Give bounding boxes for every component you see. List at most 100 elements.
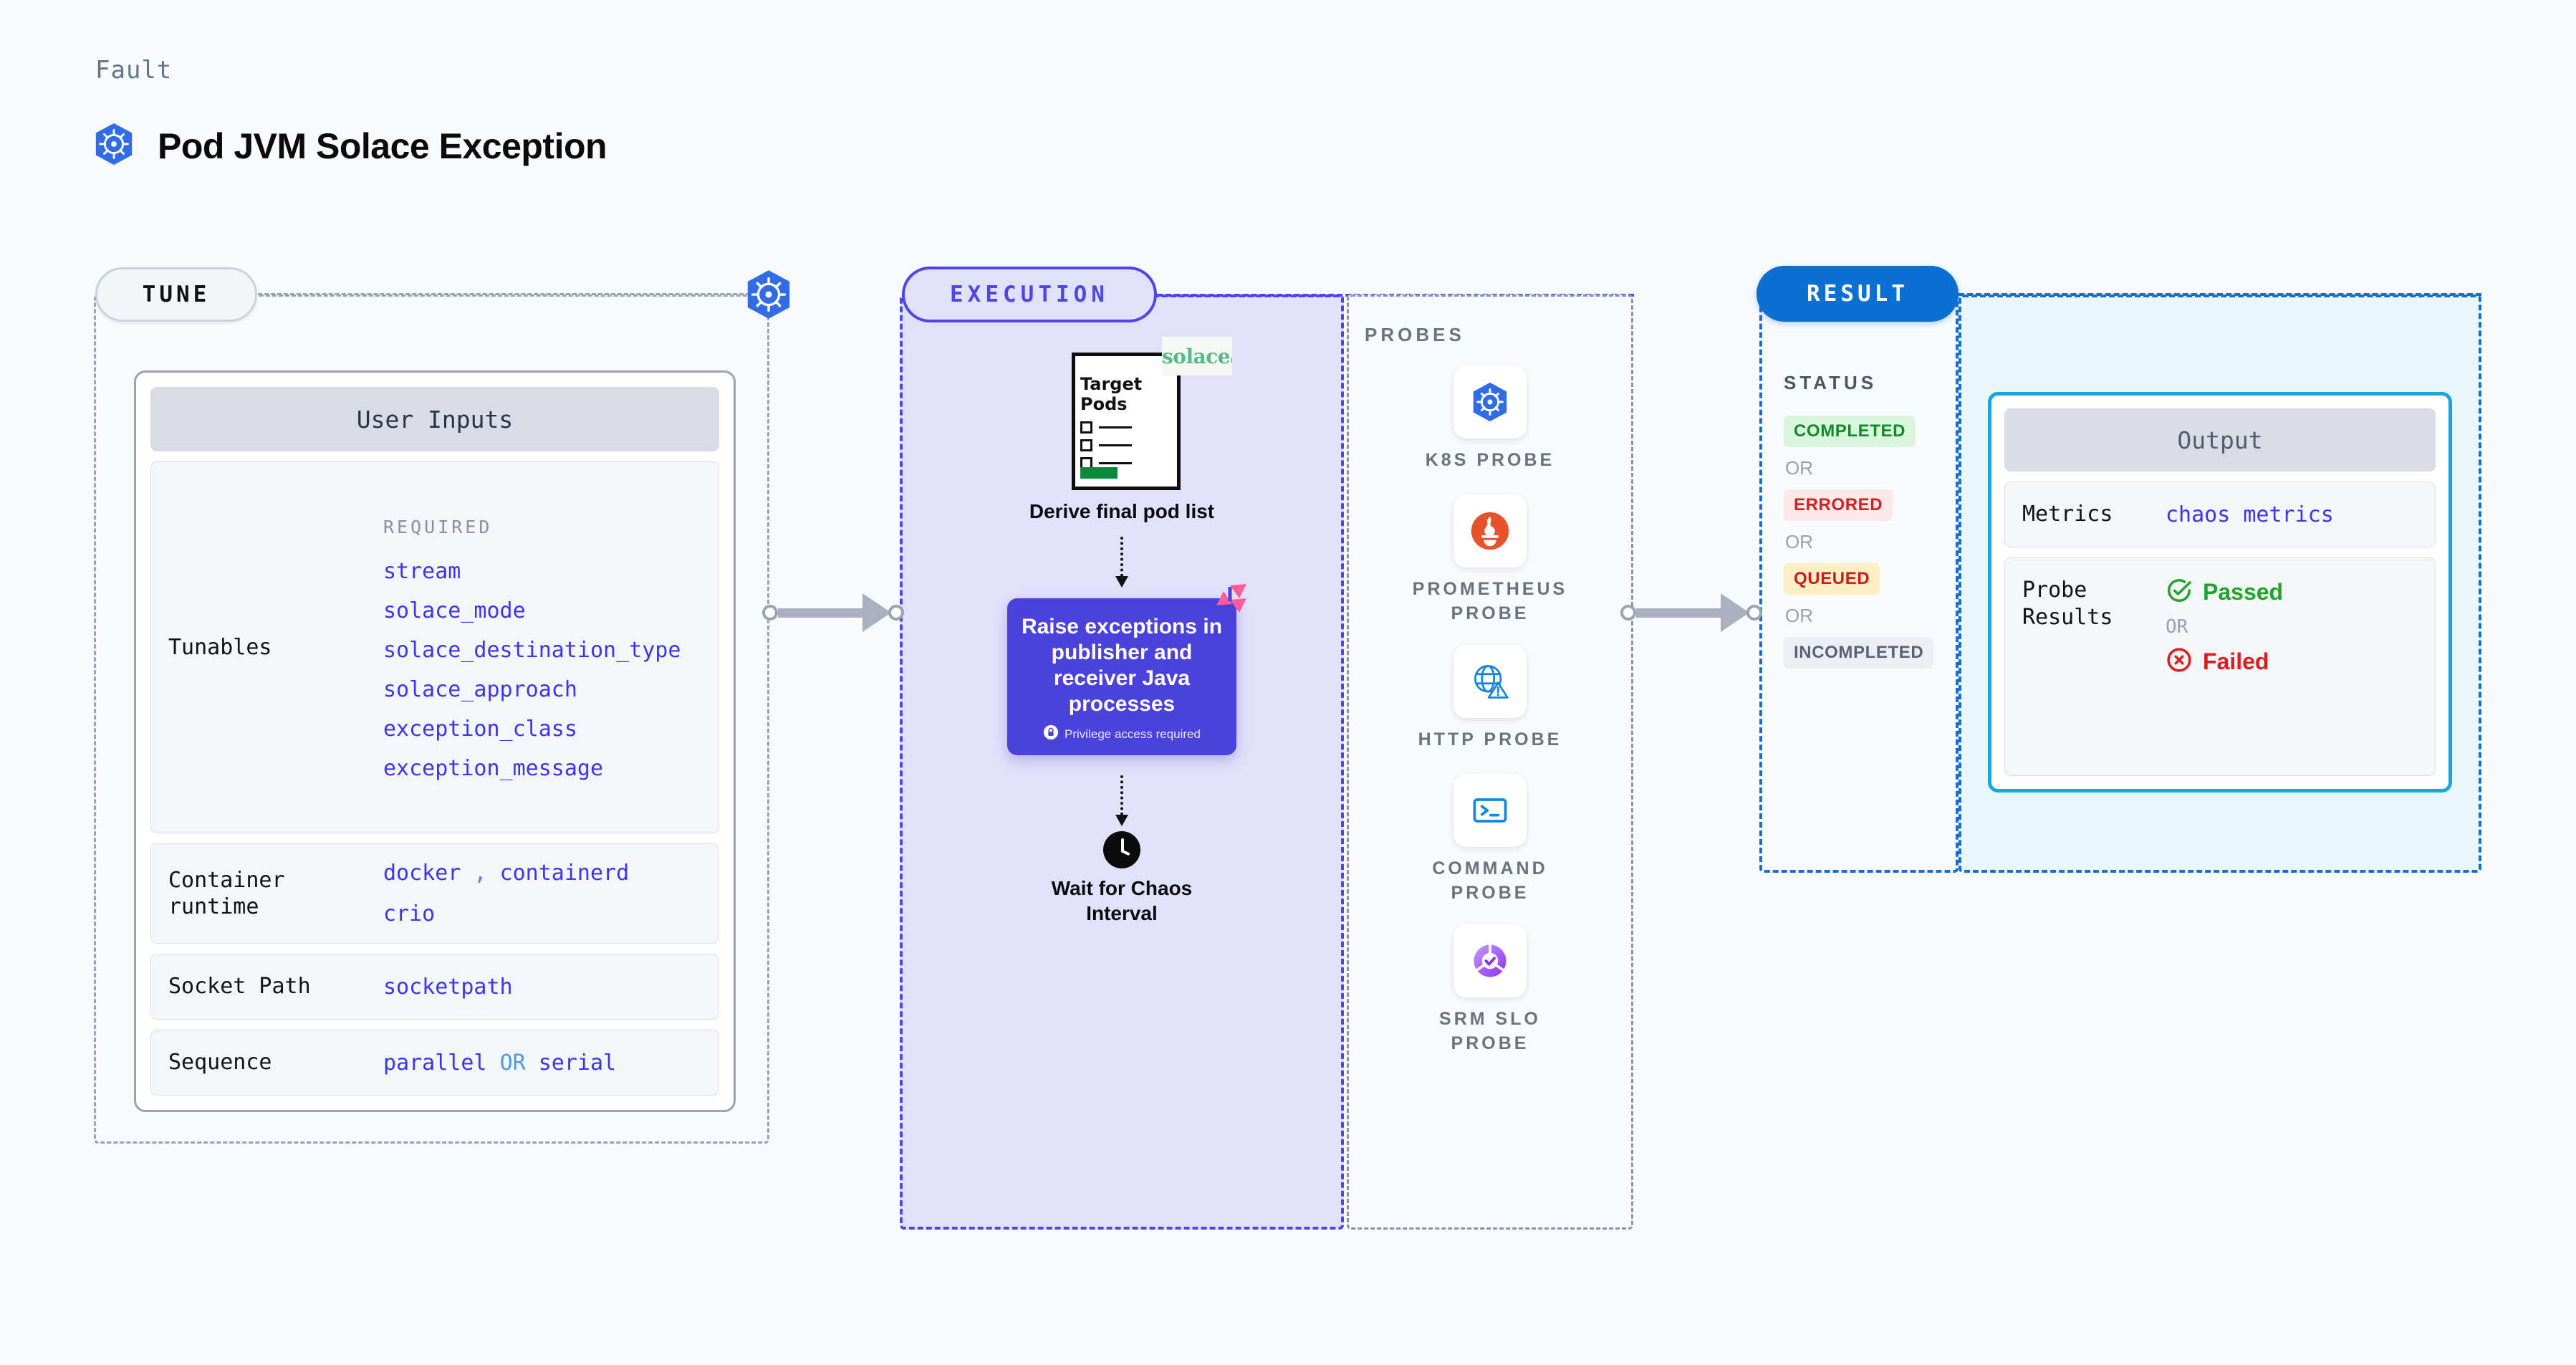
output-card: Output Metrics chaos metrics Probe Resul… [1988, 392, 2452, 792]
output-card-title: Output [2004, 408, 2436, 471]
result-badge[interactable]: RESULT [1756, 266, 1959, 322]
probe-k8s[interactable]: K8S PROBE [1347, 365, 1633, 473]
failed-label: Failed [2203, 648, 2269, 674]
sequence-value: parallel OR serial [383, 1043, 616, 1083]
probe-command[interactable]: COMMAND PROBE [1347, 774, 1633, 906]
solace-logo-dot [1231, 356, 1232, 363]
tunable-solace-approach[interactable]: solace_approach [383, 677, 577, 703]
user-inputs-card: User Inputs Tunables REQUIRED stream sol… [134, 370, 736, 1112]
user-inputs-title: User Inputs [150, 387, 719, 451]
doc-checkbox-row [1080, 421, 1132, 434]
prometheus-icon [1453, 494, 1527, 567]
passed-label: Passed [2203, 579, 2284, 605]
page-title: Pod JVM Solace Exception [92, 122, 607, 170]
probe-result-failed: Failed [2166, 646, 2283, 677]
probe-results-key: Probe Results [2022, 578, 2113, 630]
status-badge-queued: QUEUED [1784, 563, 1880, 595]
required-label: REQUIRED [383, 516, 493, 537]
tunable-exception-class[interactable]: exception_class [383, 717, 577, 742]
execution-flow: Target Pods solace Derive final pod list [900, 337, 1344, 926]
sequence-row: Sequence parallel OR serial [150, 1030, 719, 1096]
status-badge-completed: COMPLETED [1784, 416, 1916, 447]
tune-badge[interactable]: TUNE [95, 267, 257, 322]
step-wait-chaos-caption: Wait for Chaos Interval [1051, 877, 1193, 924]
doc-progress-bar [1080, 467, 1118, 479]
probe-results-values: Passed OR Failed [2166, 577, 2283, 677]
execution-badge[interactable]: EXECUTION [902, 267, 1157, 322]
sequence-serial[interactable]: serial [538, 1050, 617, 1076]
container-runtime-values: docker , containerd crio [383, 853, 629, 934]
action-card-title: Raise exceptions in publisher and receiv… [1021, 615, 1223, 716]
page-title-text: Pod JVM Solace Exception [158, 125, 607, 166]
metrics-key: Metrics [2022, 502, 2113, 527]
connector-arrowhead [862, 593, 891, 632]
metrics-value[interactable]: chaos metrics [2166, 502, 2334, 527]
status-list: COMPLETED OR ERRORED OR QUEUED OR INCOMP… [1784, 416, 1948, 669]
connector-dot-right [888, 605, 904, 621]
socket-path-value[interactable]: socketpath [383, 974, 513, 1000]
action-card[interactable]: Raise exceptions in publisher and receiv… [1007, 584, 1246, 755]
sequence-parallel[interactable]: parallel [383, 1050, 487, 1076]
connector-dot-right [1746, 605, 1762, 621]
doc-line [1099, 426, 1132, 428]
step-derive-pod-list-caption: Derive final pod list [1029, 500, 1215, 522]
terminal-icon [1453, 774, 1527, 847]
checkbox-icon [1080, 439, 1092, 451]
connector-arrowhead [1721, 593, 1749, 632]
kubernetes-icon [743, 269, 794, 320]
tunables-key: Tunables [168, 634, 272, 660]
status-badge-incompleted: INCOMPLETED [1784, 637, 1934, 669]
tunable-exception-message[interactable]: exception_message [383, 756, 604, 782]
result-connector-line [1959, 293, 2481, 296]
probes-title: PROBES [1365, 324, 1465, 345]
container-runtime-key: Container runtime [168, 867, 285, 920]
probe-results-row: Probe Results Passed OR [2004, 557, 2436, 776]
probe-srm-slo[interactable]: SRM SLO PROBE [1347, 924, 1633, 1056]
sequence-or: OR [499, 1050, 526, 1076]
probes-panel [1347, 294, 1633, 1230]
probe-prometheus-label: PROMETHEUS PROBE [1412, 579, 1568, 623]
kubernetes-icon [92, 122, 136, 170]
tunable-solace-destination-type[interactable]: solace_destination_type [383, 638, 681, 664]
connector-execution-to-result [1620, 593, 1762, 632]
tunable-stream[interactable]: stream [383, 559, 461, 585]
connector-bar [778, 608, 864, 618]
connector-dot-left [1620, 605, 1636, 621]
tunables-row: Tunables REQUIRED stream solace_mode sol… [150, 461, 719, 833]
clock-icon [1103, 831, 1140, 868]
runtime-crio[interactable]: crio [383, 901, 436, 926]
status-badge-errored: ERRORED [1784, 489, 1893, 521]
solace-logo-text: solace [1162, 344, 1231, 368]
runtime-separator: , [474, 861, 487, 886]
flow-arrow-1 [1115, 537, 1128, 588]
status-title: STATUS [1784, 372, 1878, 393]
litmuschaos-logo [1211, 583, 1249, 616]
solace-logo: solace [1162, 337, 1232, 375]
status-or-2: OR [1785, 531, 1813, 552]
tune-connector-line [258, 293, 763, 295]
lock-icon [1043, 724, 1059, 744]
runtime-containerd[interactable]: containerd [499, 861, 630, 886]
probe-srm-slo-label: SRM SLO PROBE [1439, 1009, 1541, 1053]
srm-slo-icon [1453, 924, 1527, 997]
tunable-solace-mode[interactable]: solace_mode [383, 598, 526, 624]
connector-bar [1636, 608, 1722, 618]
probe-k8s-label: K8S PROBE [1425, 450, 1555, 470]
kubernetes-icon [1453, 365, 1527, 439]
probe-prometheus[interactable]: PROMETHEUS PROBE [1347, 494, 1633, 626]
doc-checkbox-row [1080, 439, 1132, 451]
runtime-docker[interactable]: docker [383, 861, 461, 886]
sequence-key: Sequence [168, 1050, 272, 1076]
status-or-1: OR [1785, 457, 1813, 479]
checkbox-icon [1080, 421, 1092, 434]
privilege-note-text: Privilege access required [1064, 727, 1201, 741]
doc-line [1099, 462, 1132, 464]
probe-http-label: HTTP PROBE [1418, 729, 1562, 749]
probe-http[interactable]: HTTP PROBE [1347, 645, 1633, 752]
probe-command-label: COMMAND PROBE [1432, 858, 1548, 903]
privilege-note: Privilege access required [1020, 724, 1224, 744]
connector-tune-to-execution [762, 593, 904, 632]
connector-dot-left [762, 605, 778, 621]
container-runtime-row: Container runtime docker , containerd cr… [150, 843, 719, 944]
flow-arrow-2 [1115, 775, 1128, 826]
